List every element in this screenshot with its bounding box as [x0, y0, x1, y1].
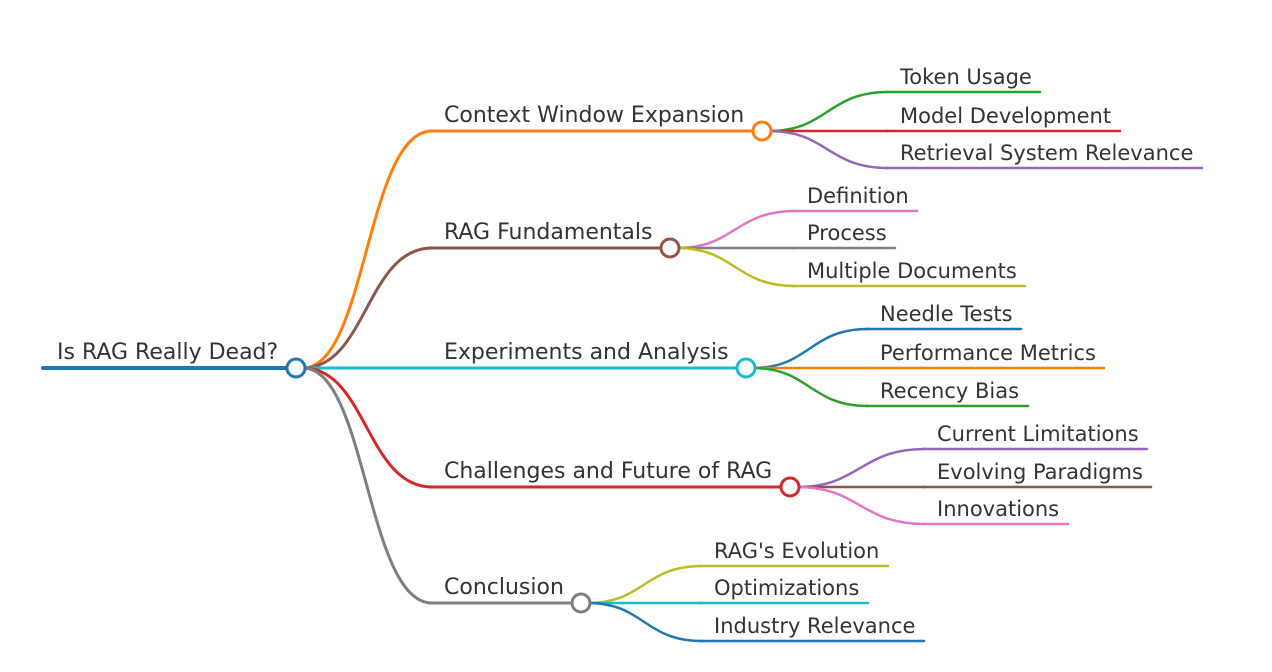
- node-recency-bias[interactable]: Recency Bias: [880, 379, 1020, 403]
- node-conclusion[interactable]: Conclusion: [444, 575, 564, 600]
- link-curve: [301, 366, 434, 489]
- node-evolving-paradigms[interactable]: Evolving Paradigms: [937, 460, 1143, 484]
- node-token-usage[interactable]: Token Usage: [900, 65, 1032, 89]
- node-model-development[interactable]: Model Development: [900, 104, 1112, 128]
- node-rags-evolution[interactable]: RAG's Evolution: [714, 539, 880, 563]
- link-curve: [301, 246, 434, 370]
- collapse-circle[interactable]: [751, 120, 773, 142]
- node-current-limitations[interactable]: Current Limitations: [937, 422, 1139, 446]
- link-curve: [301, 366, 434, 605]
- node-is-rag-really-dead[interactable]: Is RAG Really Dead?: [57, 340, 279, 365]
- link-curve: [767, 129, 890, 170]
- link-curve: [586, 601, 704, 643]
- link-curve: [751, 366, 870, 408]
- node-industry-relevance[interactable]: Industry Relevance: [714, 614, 916, 638]
- node-definition[interactable]: Definition: [807, 184, 909, 208]
- node-retrieval-system-relevance[interactable]: Retrieval System Relevance: [900, 141, 1194, 165]
- collapse-circle[interactable]: [659, 237, 681, 259]
- node-experiments-and-analysis[interactable]: Experiments and Analysis: [444, 340, 729, 365]
- link-curve: [675, 209, 797, 250]
- link-curve: [767, 90, 890, 133]
- link-curve: [751, 327, 870, 370]
- node-performance-metrics[interactable]: Performance Metrics: [880, 341, 1096, 365]
- link-curve: [795, 447, 927, 489]
- link-curve: [586, 564, 704, 605]
- node-process[interactable]: Process: [807, 221, 887, 245]
- node-rag-fundamentals[interactable]: RAG Fundamentals: [444, 220, 653, 245]
- link-curve: [795, 485, 927, 526]
- collapse-circle[interactable]: [285, 357, 307, 379]
- collapse-circle[interactable]: [570, 592, 592, 614]
- node-multiple-documents[interactable]: Multiple Documents: [807, 259, 1017, 283]
- node-needle-tests[interactable]: Needle Tests: [880, 302, 1013, 326]
- link-curve: [301, 129, 434, 370]
- link-curve: [675, 246, 797, 288]
- collapse-circle[interactable]: [779, 476, 801, 498]
- node-challenges-and-future-of-rag[interactable]: Challenges and Future of RAG: [444, 459, 773, 484]
- node-optimizations[interactable]: Optimizations: [714, 576, 860, 600]
- node-innovations[interactable]: Innovations: [937, 497, 1060, 521]
- node-context-window-expansion[interactable]: Context Window Expansion: [444, 103, 745, 128]
- collapse-circle[interactable]: [735, 357, 757, 379]
